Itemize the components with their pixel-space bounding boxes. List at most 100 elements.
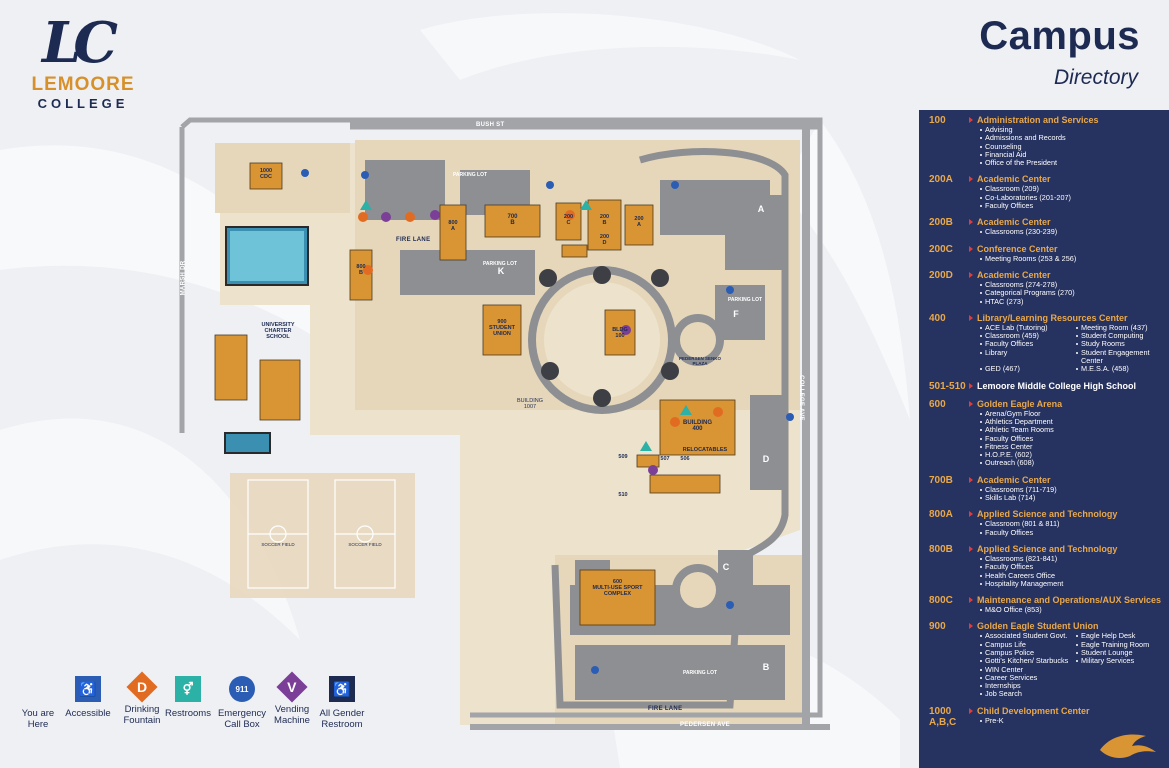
parking-lot-label-south: PARKING LOT bbox=[682, 670, 718, 676]
building-code: 100 bbox=[929, 115, 946, 126]
directory-item: Faculty Offices bbox=[977, 434, 1169, 443]
directory-item: Arena/Gym Floor bbox=[977, 409, 1169, 418]
arrow-icon bbox=[969, 476, 973, 483]
building-code: 800C bbox=[929, 595, 953, 607]
directory-item: Library bbox=[977, 348, 1073, 366]
relocatable-507: 507 bbox=[660, 456, 670, 462]
vending-machine-icon: V bbox=[276, 671, 308, 703]
relocatables-label: RELOCATABLES bbox=[682, 447, 728, 453]
directory-item: Skills Lab (714) bbox=[977, 493, 1169, 502]
directory-item: Faculty Offices bbox=[977, 562, 1169, 571]
building-name: Maintenance and Operations/AUX Services bbox=[977, 595, 1162, 606]
building-400: BUILDING 400 bbox=[683, 420, 712, 433]
directory-item: Student Lounge bbox=[1073, 648, 1169, 657]
lemoore-college-logo: LC LEMOORE COLLEGE bbox=[8, 10, 158, 111]
page-subtitle: Directory bbox=[1053, 66, 1138, 89]
building-name: Golden Eagle Student Union bbox=[977, 621, 1099, 632]
directory-item: Faculty Offices bbox=[977, 201, 1169, 210]
page-title: Campus bbox=[979, 14, 1140, 58]
arrow-icon bbox=[969, 400, 973, 407]
directory-item: H.O.P.E. (602) bbox=[977, 450, 1169, 459]
directory-item: Classroom (209) bbox=[977, 185, 1169, 193]
arrow-icon bbox=[969, 245, 973, 252]
building-name: Child Development Center bbox=[977, 705, 1090, 716]
directory-item: Hospitality Management bbox=[977, 579, 1169, 588]
building-200b: 200 B bbox=[599, 214, 610, 226]
legend-label: Accessible bbox=[65, 708, 111, 719]
legend-label: Emergency Call Box bbox=[217, 708, 267, 730]
building-1000-cdc: 1000 CDC bbox=[259, 168, 273, 180]
directory-item: Athletics Department bbox=[977, 417, 1169, 426]
directory-item: Fitness Center bbox=[977, 442, 1169, 451]
directory-item: Financial Aid bbox=[977, 150, 1169, 159]
building-code: 700B bbox=[929, 474, 953, 486]
arrow-icon bbox=[969, 314, 973, 321]
plaza-inner bbox=[544, 282, 660, 398]
legend-label: Vending Machine bbox=[274, 704, 310, 726]
arrow-icon bbox=[969, 117, 973, 123]
soccer-field-area bbox=[230, 473, 415, 598]
directory-item: M.E.S.A. (458) bbox=[1073, 365, 1169, 373]
plaza-label: PEDERSEN SENKO PLAZA bbox=[678, 356, 721, 366]
building-700b: 700 B bbox=[507, 214, 518, 227]
northwest-ground bbox=[215, 143, 350, 213]
drinking-fountain-icon: D bbox=[126, 671, 158, 703]
directory-item: Faculty Offices bbox=[977, 528, 1169, 537]
eagle-mascot-logo bbox=[1100, 734, 1156, 758]
all-gender-restroom-icon: ♿ bbox=[329, 676, 355, 702]
parking-lot-label-east: PARKING LOT bbox=[727, 297, 763, 303]
building-code: 400 bbox=[929, 312, 946, 324]
arrow-icon bbox=[969, 219, 973, 226]
relocatable-506: 506 bbox=[680, 456, 690, 462]
directory-item: Eagle Help Desk bbox=[1073, 632, 1169, 640]
arrow-icon bbox=[969, 511, 973, 518]
arrow-icon bbox=[969, 176, 973, 183]
building-code: 200B bbox=[929, 217, 953, 229]
directory-item: Admissions and Records bbox=[977, 133, 1169, 142]
building-code: 1000 A,B,C bbox=[929, 705, 957, 728]
legend-label: You are Here bbox=[21, 708, 55, 730]
arrow-icon bbox=[969, 545, 973, 552]
legend-item: You are Here bbox=[8, 676, 68, 730]
directory-item: WIN Center bbox=[977, 665, 1073, 674]
street-marsh-dr: MARSH DR bbox=[180, 260, 187, 296]
directory-item: Meeting Rooms (253 & 256) bbox=[977, 254, 1169, 263]
street-college-ave: COLLEGE AVE bbox=[797, 375, 804, 421]
arrow-icon bbox=[969, 271, 973, 278]
directory-item: Gotti's Kitchen/ Starbucks bbox=[977, 656, 1073, 665]
building-name: Applied Science and Technology bbox=[977, 543, 1118, 554]
relocatable-509: 509 bbox=[618, 454, 628, 460]
parking-lot-label-center: PARKING LOT bbox=[482, 261, 518, 267]
roundabout-east bbox=[672, 314, 724, 366]
directory-item: Student Computing bbox=[1073, 331, 1169, 340]
restrooms-icon: ⚥ bbox=[175, 676, 201, 702]
parking-lot-label-north: PARKING LOT bbox=[452, 172, 488, 178]
legend-item: ♿Accessible bbox=[58, 676, 118, 720]
directory-item: Co-Laboratories (201-207) bbox=[977, 193, 1169, 202]
emergency-call-box-icon: 911 bbox=[229, 676, 255, 702]
lot-k: K bbox=[497, 266, 505, 276]
building-200a: 200 A bbox=[634, 216, 644, 228]
directory-item bbox=[1073, 682, 1169, 690]
directory-item: Associated Student Govt. bbox=[977, 632, 1073, 640]
logo-mark: LC bbox=[42, 10, 118, 76]
directory-item: Counseling bbox=[977, 142, 1169, 151]
lot-c: C bbox=[722, 562, 730, 572]
arrow-icon bbox=[969, 707, 973, 714]
legend-label: All Gender Restroom bbox=[319, 708, 365, 730]
lot-d: D bbox=[762, 454, 770, 464]
directory-item: Career Services bbox=[977, 673, 1073, 682]
legend-item: ♿ All Gender Restroom bbox=[312, 676, 372, 730]
building-name: Library/Learning Resources Center bbox=[977, 312, 1128, 323]
directory-item: Health Careers Office bbox=[977, 571, 1169, 580]
directory-item: Classrooms (274-278) bbox=[977, 280, 1169, 289]
